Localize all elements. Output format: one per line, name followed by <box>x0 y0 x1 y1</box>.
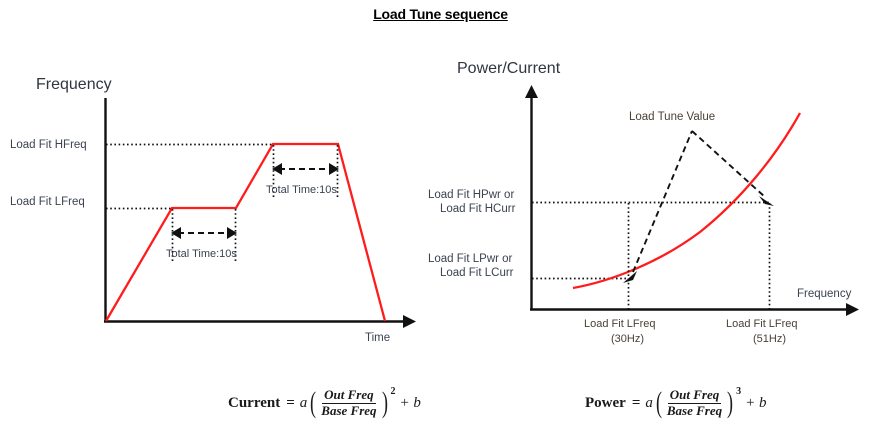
formula-power: Power = a ( Out Freq Base Freq ) 3 + b <box>585 386 767 420</box>
formula-current-numerator: Out Freq <box>322 387 376 404</box>
high-plateau-duration-label: Total Time:10s <box>266 184 337 196</box>
left-y-axis-title: Frequency <box>36 76 112 93</box>
tune-path-rising <box>632 130 693 273</box>
formula-power-coefficient: a <box>645 394 653 411</box>
x-tick-0-label: Load Fit LFreq <box>584 318 656 330</box>
title-bar: Load Tune sequence <box>0 6 881 24</box>
formula-power-fraction: Out Freq Base Freq <box>665 387 724 419</box>
formula-current: Current = a ( Out Freq Base Freq ) 2 + b <box>228 386 421 420</box>
high-plateau-arrow-left <box>272 163 282 175</box>
formula-power-paren-close: ) <box>727 386 734 420</box>
formula-power-name: Power <box>585 394 626 411</box>
right-hpwr-label-line1: Load Fit HPwr or <box>428 189 514 201</box>
formula-power-exponent: 3 <box>736 386 742 397</box>
right-lpwr-label-line2: Load Fit LCurr <box>440 267 514 279</box>
formula-current-coefficient: a <box>299 394 308 411</box>
formula-power-numerator: Out Freq <box>667 387 722 404</box>
right-y-axis-title: Power/Current <box>457 60 561 77</box>
load-tune-value-label: Load Tune Value <box>629 111 715 123</box>
formula-current-denominator: Base Freq <box>321 402 377 418</box>
formula-current-paren-open: ( <box>310 386 317 420</box>
right-x-axis-arrowhead <box>846 303 859 316</box>
frequency-profile-curve <box>105 142 387 322</box>
formula-current-name: Current <box>228 394 281 411</box>
x-tick-1-label: Load Fit LFreq <box>726 318 798 330</box>
load-curve <box>572 112 802 290</box>
left-x-axis-title: Time <box>365 332 390 344</box>
formula-power-denominator: Base Freq <box>666 402 723 418</box>
tune-path-arrow-high <box>759 196 774 206</box>
tune-path-falling <box>691 130 766 198</box>
left-chart-group: Frequency Load Fit HFreq Load Fit LFreq … <box>10 76 416 344</box>
page-title: Load Tune sequence <box>373 6 508 22</box>
high-plateau-arrow-right <box>329 163 339 175</box>
formula-current-fraction: Out Freq Base Freq <box>319 387 378 419</box>
right-lpwr-label-line1: Load Fit LPwr or <box>428 253 513 265</box>
formula-current-paren-close: ) <box>381 386 388 420</box>
right-hpwr-label-line2: Load Fit HCurr <box>440 203 516 215</box>
x-tick-0-value: (30Hz) <box>611 333 644 345</box>
formula-power-tail: + b <box>745 394 767 411</box>
right-chart-group: Power/Current Load Fit HPwr or Load Fit … <box>428 60 859 345</box>
low-plateau-arrow-right <box>227 227 237 239</box>
right-y-axis-arrowhead <box>525 85 538 98</box>
low-plateau-duration-label: Total Time:10s <box>166 248 237 260</box>
x-tick-1-value: (51Hz) <box>753 333 786 345</box>
formula-power-equals: = <box>631 394 641 411</box>
formula-current-exponent: 2 <box>390 386 396 397</box>
tune-path-arrow-low <box>623 271 637 283</box>
formula-power-paren-open: ( <box>655 386 662 420</box>
formula-current-equals: = <box>286 394 295 411</box>
low-plateau-arrow-left <box>171 227 181 239</box>
right-x-axis-title: Frequency <box>797 288 852 300</box>
left-hfreq-label: Load Fit HFreq <box>10 139 87 151</box>
left-lfreq-label: Load Fit LFreq <box>10 196 85 208</box>
left-x-axis-arrowhead <box>403 315 416 328</box>
formula-current-tail: + b <box>399 394 421 411</box>
